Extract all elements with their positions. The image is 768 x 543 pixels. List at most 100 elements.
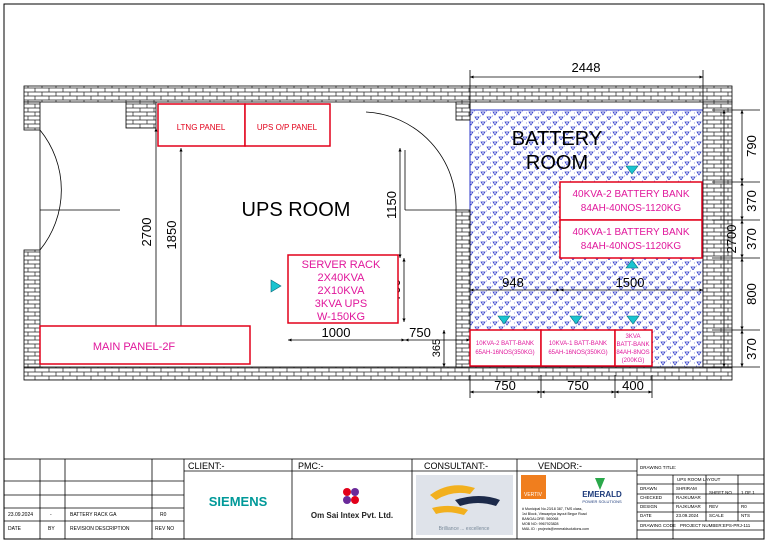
rev-number: R0 (160, 512, 167, 518)
direction-markers (270, 165, 640, 325)
rev-header-date: DATE (8, 526, 22, 532)
battery-room-label-line1: BATTERY (512, 128, 602, 150)
svg-text:DRAWING TITLE:: DRAWING TITLE: (640, 465, 676, 470)
svg-text:40KVA-2 BATTERY BANK: 40KVA-2 BATTERY BANK (572, 189, 689, 200)
brick-walls (23, 85, 733, 381)
svg-text:3KVA: 3KVA (626, 334, 641, 340)
svg-text:65AH-16NOS(350KG): 65AH-16NOS(350KG) (548, 350, 607, 356)
svg-text:SERVER RACK: SERVER RACK (302, 259, 381, 271)
dim-bottom-400: 400 (622, 378, 644, 393)
svg-text:NTS: NTS (741, 513, 750, 518)
svg-text:40KVA-1 BATTERY BANK: 40KVA-1 BATTERY BANK (572, 227, 689, 238)
client-label: CLIENT:- (188, 461, 225, 471)
dim-small-365: 365 (431, 339, 443, 357)
dim-rack-1000: 1000 (322, 325, 351, 340)
svg-text:84AH-40NOS-1120KG: 84AH-40NOS-1120KG (581, 241, 682, 252)
svg-text:CHECKED: CHECKED (640, 495, 663, 500)
dim-bottom-750a: 750 (494, 378, 516, 393)
svg-text:65AH-16NOS(350KG): 65AH-16NOS(350KG) (475, 350, 534, 356)
server-rack: SERVER RACK 2X40KVA 2X10KVA 3KVA UPS W-1… (287, 254, 399, 324)
svg-text:DRAWN: DRAWN (640, 486, 657, 491)
dim-right-800: 800 (744, 283, 759, 305)
dim-top-width: 2448 (572, 60, 601, 75)
svg-text:DATE: DATE (640, 513, 652, 518)
dim-right-790: 790 (744, 135, 759, 157)
dimension-lines (154, 70, 760, 398)
svg-text:MAIN PANEL-2F: MAIN PANEL-2F (93, 341, 176, 353)
svg-text:DESIGN: DESIGN (640, 504, 657, 509)
battery-bank-10kva-1: 10KVA-1 BATT-BANK 65AH-16NOS(350KG) (540, 329, 616, 367)
battery-bank-40kva-2: 40KVA-2 BATTERY BANK 84AH-40NOS-1120KG (559, 181, 703, 221)
svg-text:R0: R0 (741, 504, 747, 509)
battery-bank-40kva-1: 40KVA-1 BATTERY BANK 84AH-40NOS-1120KG (559, 219, 703, 259)
rev-date: 23.09.2024 (8, 512, 33, 518)
svg-text:RAJKUMAR: RAJKUMAR (676, 495, 702, 500)
dim-batt-1500: 1500 (616, 275, 645, 290)
battery-room-label-line2: ROOM (526, 152, 588, 174)
dim-bottom-750b: 750 (567, 378, 589, 393)
dim-gap-750: 750 (409, 325, 431, 340)
emerald-logo: EMERALD (582, 490, 622, 499)
consultant-logo (416, 475, 513, 535)
doors (39, 111, 457, 251)
svg-text:2X40KVA: 2X40KVA (318, 272, 366, 284)
svg-text:3KVA UPS: 3KVA UPS (315, 298, 367, 310)
svg-text:SHEET NO: SHEET NO (709, 490, 732, 495)
ups-op-panel: UPS O/P PANEL (244, 103, 331, 147)
svg-text:BANGALORE: 560068: BANGALORE: 560068 (522, 517, 558, 521)
dim-left-1850: 1850 (164, 221, 179, 250)
battery-bank-10kva-2: 10KVA-2 BATT-BANK 65AH-16NOS(350KG) (469, 329, 542, 367)
svg-text:84AH-40NOS-1120KG: 84AH-40NOS-1120KG (581, 203, 682, 214)
dim-left-2700: 2700 (139, 218, 154, 247)
svg-text:RAJKUMAR: RAJKUMAR (676, 504, 702, 509)
svg-text:PROJECT NUMBER:EPS-PRJ-111: PROJECT NUMBER:EPS-PRJ-111 (680, 523, 751, 528)
consultant-cell: CONSULTANT:- Brilliance ... excellence (416, 461, 513, 535)
svg-text:SHRIRAM: SHRIRAM (676, 486, 697, 491)
svg-text:Brilliance ... excellence: Brilliance ... excellence (439, 526, 490, 532)
rev-description: BATTERY RACK GA (70, 512, 117, 518)
client-cell: CLIENT:- SIEMENS (188, 461, 268, 509)
svg-text:UPS O/P PANEL: UPS O/P PANEL (257, 123, 318, 132)
svg-text:1st Block, Viswapriya layout B: 1st Block, Viswapriya layout Begur Road (522, 512, 587, 516)
drawing-details: DRAWING TITLE: UPS ROOM LAYOUT DRAWN SHR… (640, 465, 755, 528)
svg-text:84AH-8NOS: 84AH-8NOS (616, 350, 649, 356)
vertiv-logo (521, 475, 546, 499)
svg-text:(200KG): (200KG) (622, 358, 645, 364)
svg-text:BATT-BANK: BATT-BANK (617, 342, 650, 348)
dimension-labels: 2448 790 370 370 2700 800 370 2700 1850 … (139, 60, 759, 393)
svg-text:10KVA-1 BATT-BANK: 10KVA-1 BATT-BANK (549, 341, 607, 347)
main-panel: MAIN PANEL-2F (39, 325, 251, 365)
rev-header-rev: REV NO (155, 526, 174, 532)
svg-text:SCALE: SCALE (709, 513, 724, 518)
svg-text:MAIL ID : projects@emeraldsolu: MAIL ID : projects@emeraldsolutions.com (522, 527, 589, 531)
dim-right-370c: 370 (744, 338, 759, 360)
svg-text:W-150KG: W-150KG (317, 311, 365, 323)
svg-text:10KVA-2 BATT-BANK: 10KVA-2 BATT-BANK (476, 341, 534, 347)
emerald-leaf-icon (595, 478, 605, 490)
siemens-logo: SIEMENS (209, 494, 268, 509)
dim-batt-948: 948 (502, 275, 524, 290)
rev-header-desc: REVISION DESCRIPTION (70, 526, 130, 532)
dim-ups-1150: 1150 (384, 191, 399, 219)
svg-text:REV: REV (709, 504, 718, 509)
consultant-label: CONSULTANT:- (424, 461, 488, 471)
svg-text:POWER SOLUTIONS: POWER SOLUTIONS (582, 499, 622, 504)
pmc-label: PMC:- (298, 461, 324, 471)
revision-table: 23.09.2024 - BATTERY RACK GA R0 DATE BY … (8, 512, 174, 532)
svg-text:2X10KVA: 2X10KVA (318, 285, 366, 297)
svg-text:DRAWING CODE: DRAWING CODE (640, 523, 676, 528)
battery-bank-3kva: 3KVA BATT-BANK 84AH-8NOS (200KG) (614, 329, 653, 367)
svg-text:VERTIV: VERTIV (524, 492, 543, 498)
ups-room-label: UPS ROOM (242, 199, 351, 221)
pmc-cell: PMC:- Om Sai Intex Pvt. Ltd. (298, 461, 393, 520)
vendor-label: VENDOR:- (538, 461, 582, 471)
dim-right-2700: 2700 (724, 225, 739, 254)
svg-text:1 OF 1: 1 OF 1 (741, 490, 755, 495)
ltng-panel: LTNG PANEL (157, 103, 246, 147)
rev-by: - (50, 512, 52, 518)
title-block (3, 458, 765, 540)
om-sai-logo-icon (343, 488, 359, 504)
svg-text:23.09.2024: 23.09.2024 (676, 513, 699, 518)
dim-right-370b: 370 (744, 228, 759, 250)
